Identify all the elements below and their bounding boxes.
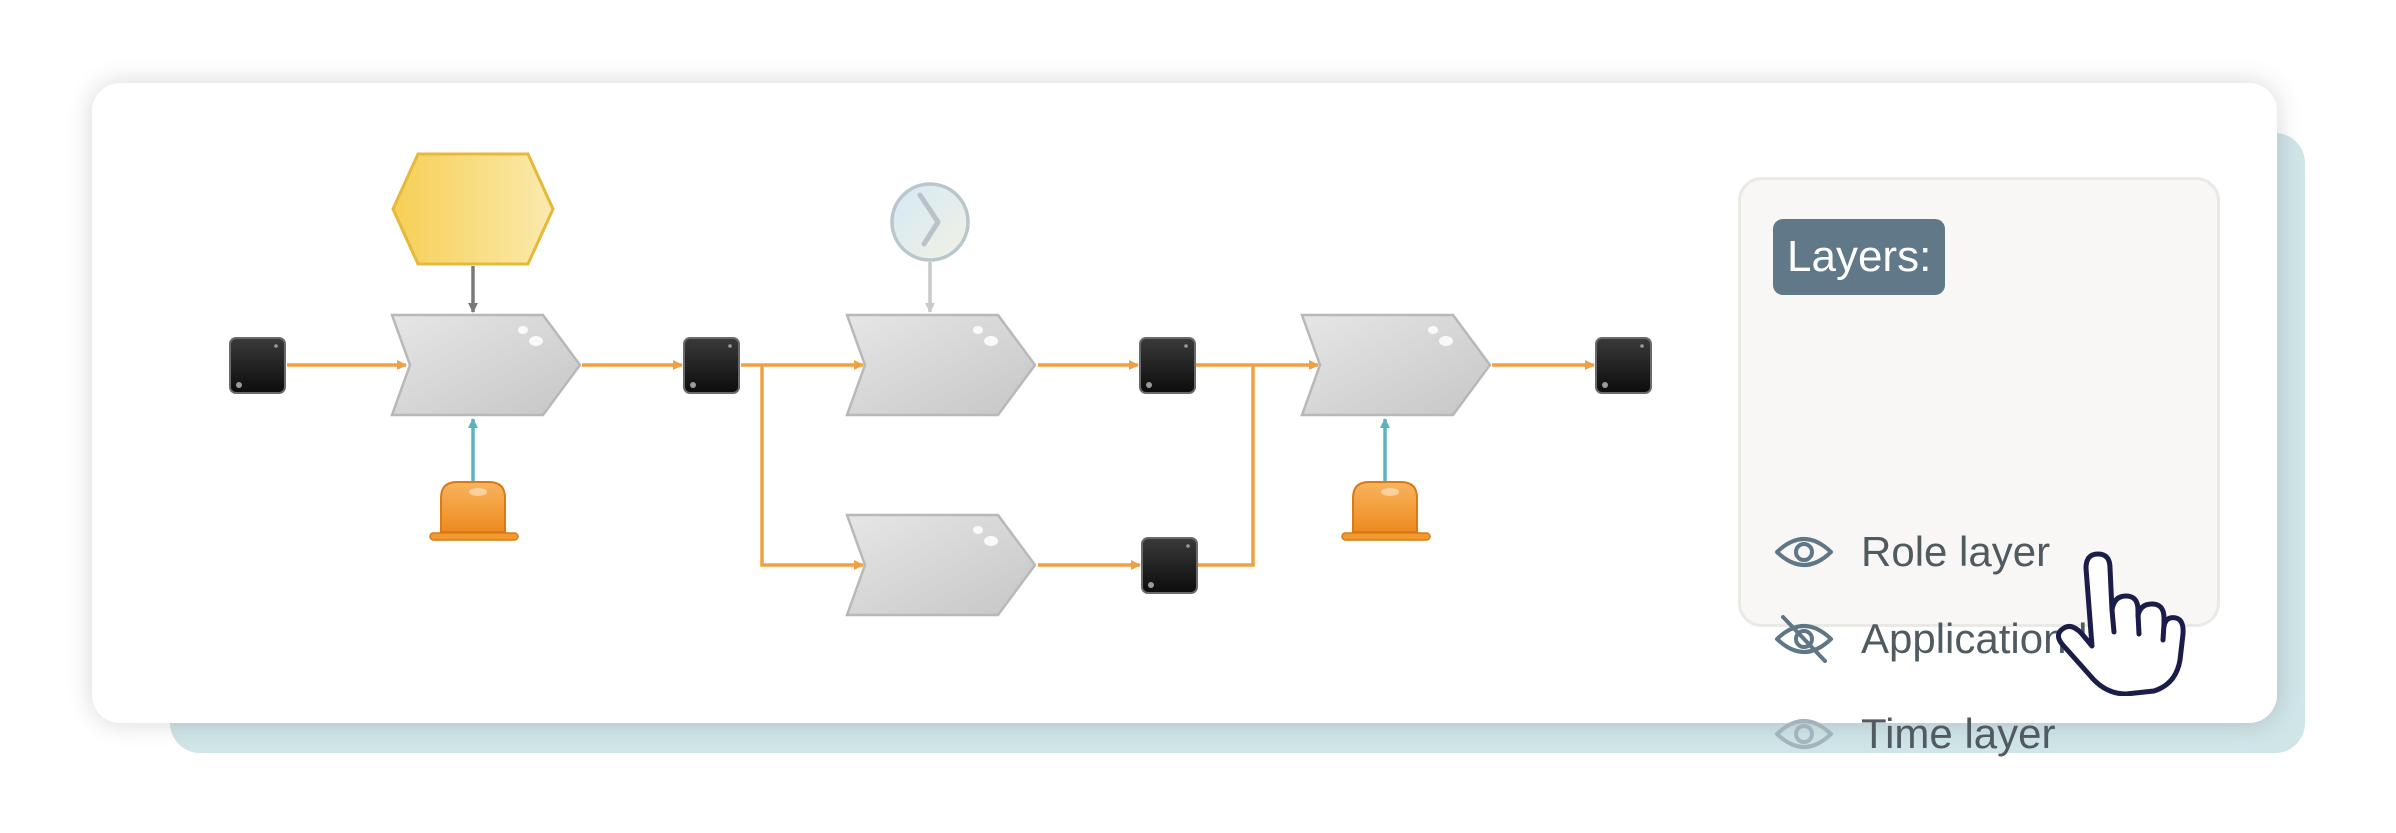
- eye-slash-icon[interactable]: [1773, 615, 1835, 663]
- event-node-1[interactable]: [229, 337, 286, 394]
- hand-pointer-cursor-icon: [2056, 551, 2186, 696]
- layer-label-time: Time layer: [1861, 710, 2056, 757]
- layers-title: Layers:: [1773, 219, 1946, 295]
- eye-icon[interactable]: [1773, 710, 1835, 758]
- layer-toggle-role[interactable]: Role layer: [1773, 520, 2213, 584]
- function-node-3[interactable]: [845, 513, 1037, 617]
- eye-icon[interactable]: [1773, 528, 1835, 576]
- function-node-1[interactable]: [390, 313, 582, 417]
- application-system-node[interactable]: [391, 152, 555, 266]
- flow-connectors: [287, 360, 1595, 570]
- role-node-2[interactable]: [1341, 481, 1431, 541]
- time-event-clock-icon[interactable]: [890, 182, 970, 262]
- event-node-2[interactable]: [683, 337, 740, 394]
- event-node-5[interactable]: [1595, 337, 1652, 394]
- function-node-4[interactable]: [1300, 313, 1492, 417]
- connector-e4-join: [1198, 365, 1255, 567]
- role-node-1[interactable]: [429, 481, 519, 541]
- function-node-2[interactable]: [845, 313, 1037, 417]
- event-node-4[interactable]: [1141, 537, 1198, 594]
- layers-panel: Layers: Role layer Application layer Tim…: [1738, 177, 2220, 757]
- event-node-3[interactable]: [1139, 337, 1196, 394]
- layer-toggle-time[interactable]: Time layer: [1773, 702, 2213, 766]
- connector-e2-f3: [760, 365, 864, 570]
- layer-label-role: Role layer: [1861, 528, 2051, 575]
